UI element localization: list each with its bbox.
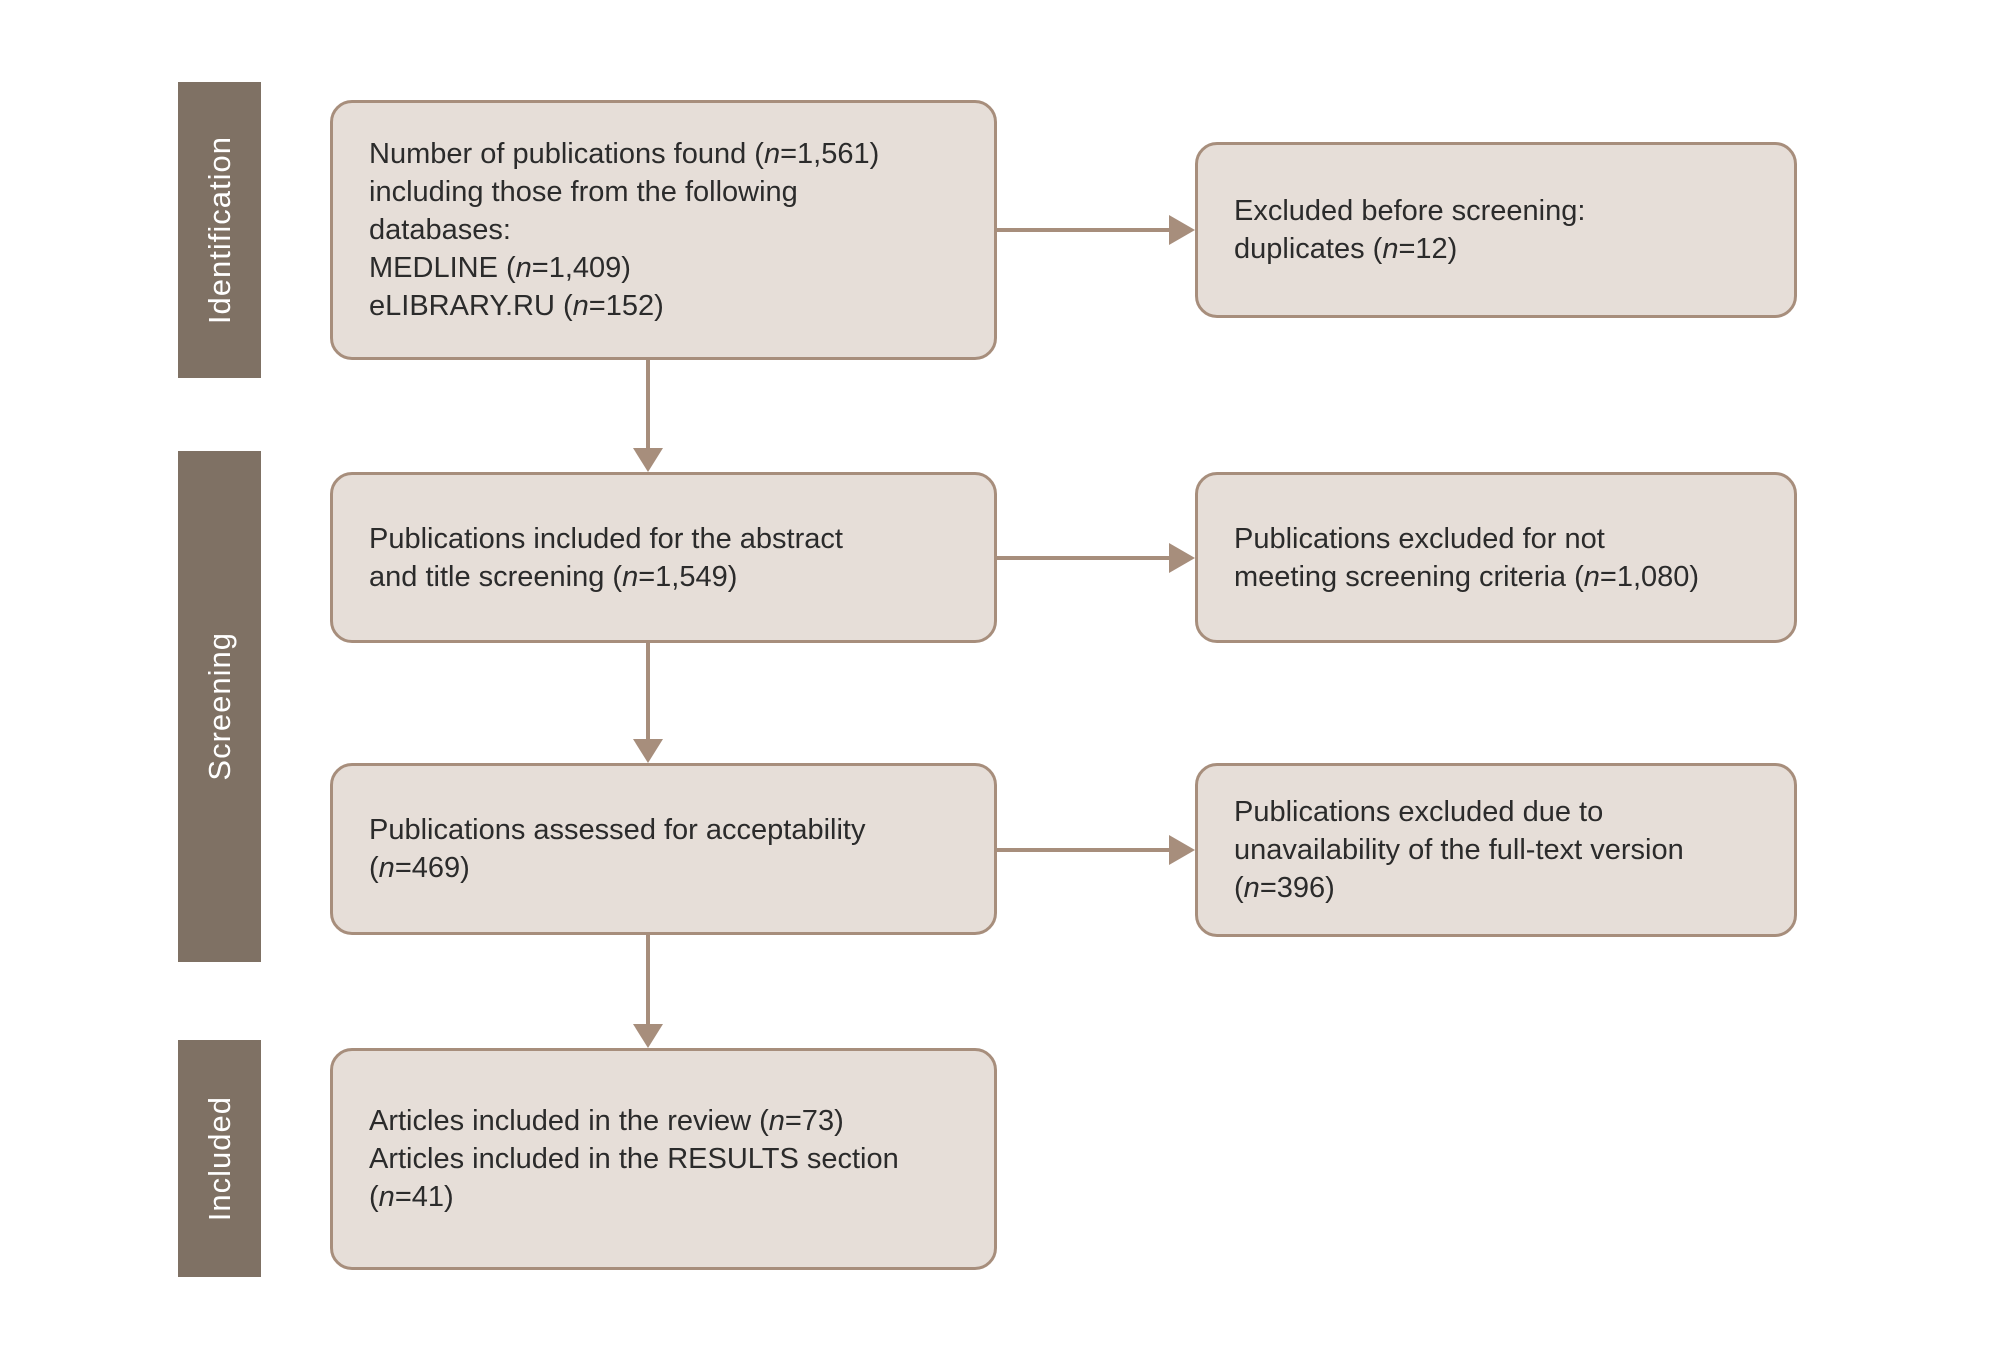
box-assessed-acceptability: Publications assessed for acceptability(… bbox=[330, 763, 997, 935]
box-excluded-duplicates-text: Excluded before screening:duplicates (n=… bbox=[1234, 195, 1586, 265]
box-articles-included-text: Articles included in the review (n=73)Ar… bbox=[369, 1105, 899, 1213]
box-publications-found-text: Number of publications found (n=1,561)in… bbox=[369, 138, 880, 322]
stage-label-identification: Identification bbox=[201, 135, 237, 325]
box-assessed-acceptability-text: Publications assessed for acceptability(… bbox=[369, 814, 866, 884]
stage-bar-identification: Identification bbox=[178, 82, 261, 378]
box-excluded-duplicates: Excluded before screening:duplicates (n=… bbox=[1195, 142, 1797, 318]
stage-label-included: Included bbox=[201, 1095, 237, 1222]
arrow-found-to-duplicates bbox=[997, 228, 1169, 232]
box-articles-included: Articles included in the review (n=73)Ar… bbox=[330, 1048, 997, 1270]
stage-label-screening: Screening bbox=[201, 632, 237, 781]
arrow-screening-to-assessed bbox=[646, 643, 650, 739]
arrow-assessed-to-excluded bbox=[997, 848, 1169, 852]
stage-bar-included: Included bbox=[178, 1040, 261, 1277]
arrow-screening-to-excluded bbox=[997, 556, 1169, 560]
arrow-found-to-screening bbox=[646, 360, 650, 448]
arrow-assessed-to-included bbox=[646, 935, 650, 1024]
stage-bar-screening: Screening bbox=[178, 451, 261, 962]
box-publications-found: Number of publications found (n=1,561)in… bbox=[330, 100, 997, 360]
